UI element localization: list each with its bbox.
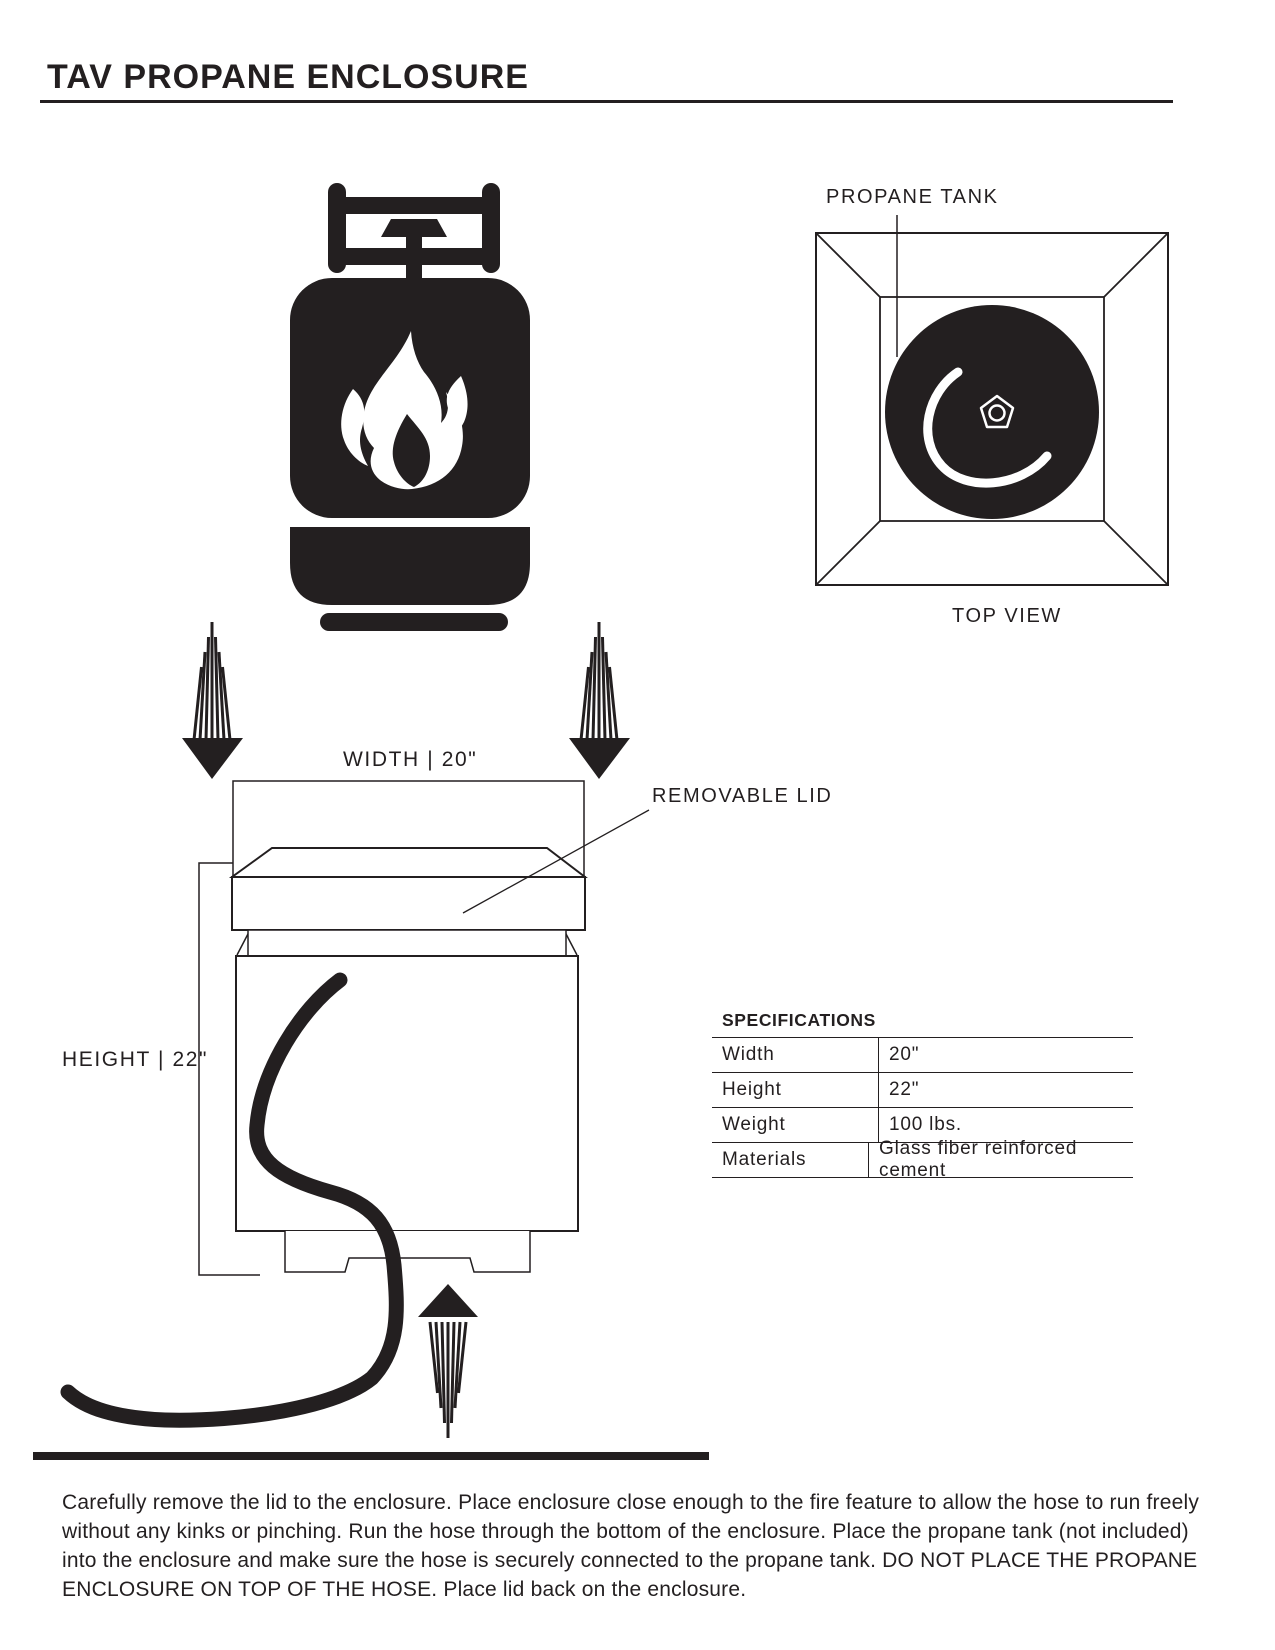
height-bracket (198, 862, 260, 1276)
spec-value: 22" (889, 1079, 920, 1100)
hose-line (60, 972, 404, 1428)
specifications-heading: SPECIFICATIONS (722, 1010, 876, 1030)
section-divider-rule (33, 1452, 709, 1460)
enclosure-base (284, 1231, 531, 1273)
specifications-table: Width 20" Height 22" Weight 100 lbs. Mat… (712, 1037, 1133, 1181)
down-arrow-left-icon (182, 622, 243, 779)
valve-nut-icon (979, 394, 1015, 429)
spec-value: Glass fiber reinforced cement (879, 1138, 1078, 1181)
up-arrow-icon (418, 1284, 478, 1438)
spec-label: Width (712, 1038, 879, 1072)
width-dimension-label: WIDTH | 20" (343, 748, 478, 771)
down-arrow-right-icon (569, 622, 630, 779)
specifications-section: SPECIFICATIONS Width 20" Height 22" Weig… (712, 1010, 1133, 1181)
spec-value: 20" (889, 1044, 920, 1065)
table-row: Materials Glass fiber reinforced cement (712, 1138, 1133, 1181)
removable-lid-pointer-line (462, 809, 650, 914)
spec-value: 100 lbs. (889, 1114, 962, 1135)
spec-label: Height (712, 1073, 879, 1107)
width-bracket (232, 780, 585, 885)
instructions-paragraph: Carefully remove the lid to the enclosur… (62, 1491, 1200, 1601)
spec-label: Materials (712, 1143, 870, 1177)
table-row: Weight 100 lbs. (712, 1108, 1133, 1143)
enclosure-diagram (198, 780, 650, 1276)
flame-icon (341, 331, 468, 490)
enclosure-neck (247, 929, 567, 957)
lid-front-face (231, 876, 586, 931)
table-row: Width 20" (712, 1038, 1133, 1073)
lid-top-face (228, 847, 588, 878)
spec-label: Weight (712, 1108, 879, 1142)
removable-lid-label: REMOVABLE LID (652, 785, 833, 807)
title-underline (40, 100, 1173, 103)
top-view-caption: TOP VIEW (952, 605, 1062, 627)
page-title: TAV PROPANE ENCLOSURE (47, 58, 529, 96)
propane-tank-label: PROPANE TANK (826, 186, 999, 208)
table-row: Height 22" (712, 1073, 1133, 1108)
height-dimension-label: HEIGHT | 22" (62, 1048, 209, 1071)
enclosure-body (235, 955, 579, 1232)
top-view-diagram (815, 215, 1169, 586)
propane-tank-icon (290, 183, 530, 631)
